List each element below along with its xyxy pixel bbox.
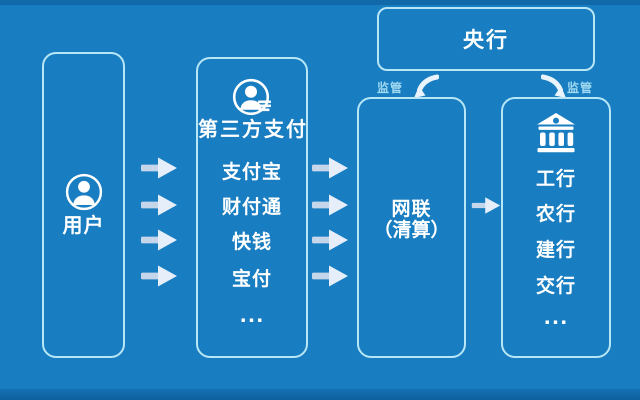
netsunion-line2: （清算） [373,219,450,241]
flow-arrow-icon [312,157,348,179]
list-item-ellipsis: ... [239,305,265,327]
list-item-ellipsis: ... [543,307,569,329]
list-item: 宝付 [231,268,272,290]
central-bank-label: 央行 [463,28,509,52]
flow-arrow-icon [141,157,177,179]
flow-arrow-icon [312,265,348,287]
list-item: 财付通 [221,196,282,218]
user-label: 用户 [62,213,105,237]
bank-icon [537,113,575,153]
user-payment-icon [232,78,271,116]
bottom-edge-strip [0,389,640,400]
list-item: 支付宝 [221,161,282,183]
supervision-arrow-down-left-icon [414,74,439,98]
top-edge-strip [0,0,640,5]
flow-arrow-icon [312,194,348,216]
flow-arrow-icon [312,229,348,251]
list-item: 工行 [535,168,576,190]
netsunion-box: 网联 （清算） [357,97,466,358]
flow-arrow-icon [141,265,177,287]
third-party-payment-box: 第三方支付 支付宝 财付通 快钱 宝付 ... [196,57,308,358]
supervision-arrow-down-right-icon [541,74,566,98]
flow-arrow-icon [141,194,177,216]
user-icon [65,173,102,211]
list-item: 建行 [535,239,576,261]
list-item: 农行 [535,203,576,225]
central-bank-box: 央行 [377,7,595,71]
flow-arrow-icon [141,229,177,251]
supervision-left-label: 监管 [377,81,404,95]
list-item: 交行 [535,275,576,297]
list-item: 快钱 [231,231,272,253]
banks-box: 工行 农行 建行 交行 ... [501,97,611,358]
third-party-title: 第三方支付 [198,117,308,141]
netsunion-line1: 网联 [391,198,432,220]
supervision-right-label: 监管 [567,81,594,95]
flow-arrow-icon [471,197,501,214]
user-box: 用户 [42,52,125,358]
